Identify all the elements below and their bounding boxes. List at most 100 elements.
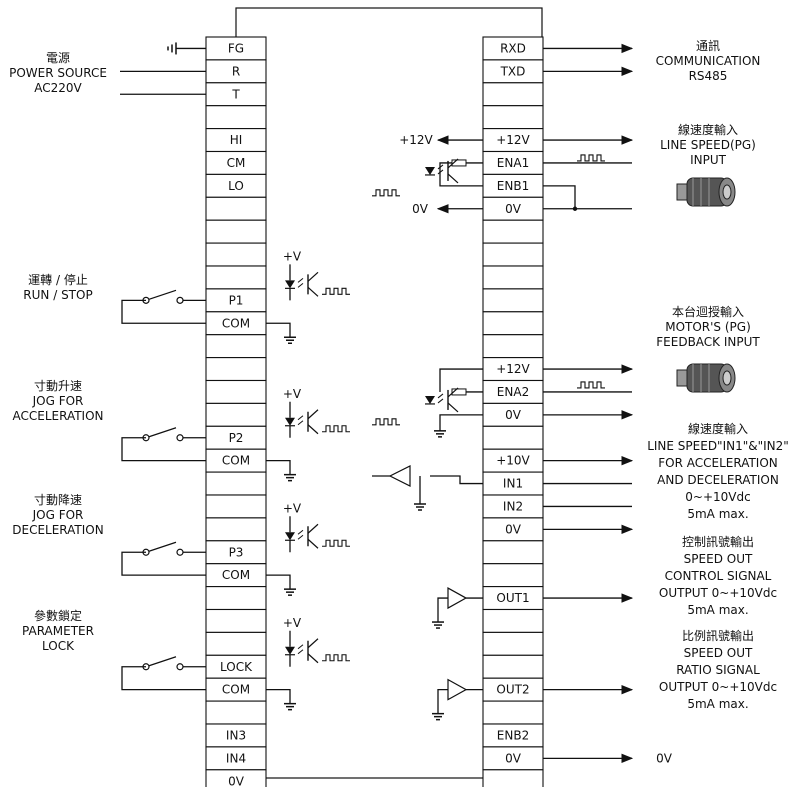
communication-label: 通訊 — [696, 38, 720, 53]
amplifier-icon — [447, 587, 467, 609]
lock-label: 參數鎖定 — [34, 608, 82, 623]
left-terminal — [205, 700, 267, 725]
right-terminal — [482, 563, 544, 588]
jog_dec-label: DECELERATION — [12, 523, 103, 537]
left-terminal-label: COM — [222, 683, 250, 697]
right-terminal-label: IN2 — [503, 499, 523, 513]
right-terminal — [482, 219, 544, 244]
speed-ratio-out-label: SPEED OUT — [684, 646, 753, 660]
right-terminal — [482, 105, 544, 130]
right-terminal-label: OUT1 — [496, 591, 529, 605]
left-terminal — [205, 631, 267, 656]
motor-icon — [676, 177, 736, 207]
wire — [437, 597, 448, 623]
wire — [121, 299, 206, 324]
left-terminal — [205, 196, 267, 221]
communication-label: COMMUNICATION — [656, 54, 761, 68]
right-terminal-label: ENB2 — [497, 728, 529, 742]
motor-icon — [676, 363, 736, 393]
right-terminal-label: TXD — [500, 64, 526, 78]
pulse-icon — [321, 287, 351, 295]
right-terminal-label: ENA1 — [497, 156, 529, 170]
right-terminal — [482, 288, 544, 313]
motor-pg-label: FEEDBACK INPUT — [656, 335, 760, 349]
left-terminal — [205, 219, 267, 244]
left-terminal-label: FG — [228, 41, 244, 55]
pulse-icon — [321, 539, 351, 547]
motor-pg-label: 本台迴授輸入 — [672, 304, 744, 319]
power-source-label: 電源 — [46, 51, 70, 65]
pulse-icon — [371, 189, 401, 197]
left-terminal — [205, 769, 267, 787]
left-terminal-label: IN3 — [226, 728, 246, 742]
right-terminal — [482, 608, 544, 633]
left-terminal — [205, 517, 267, 542]
left-terminal — [205, 105, 267, 130]
right-terminal — [482, 265, 544, 290]
left-terminal-label: LO — [228, 179, 244, 193]
speed-ratio-out-label: 比例訊號輸出 — [682, 628, 754, 643]
line-speed-in-label: 0~+10Vdc — [685, 490, 750, 504]
power-source-label: AC220V — [34, 81, 82, 95]
right-terminal-label: ENB1 — [497, 179, 529, 193]
right-terminal-label: 0V — [505, 522, 522, 536]
switch-icon — [142, 656, 184, 671]
pulse-icon — [321, 654, 351, 662]
right-terminal-label: RXD — [500, 41, 526, 55]
right-terminal — [482, 654, 544, 679]
left-terminal-label: P3 — [229, 545, 244, 559]
right-terminal — [482, 425, 544, 450]
ground-icon — [283, 336, 297, 344]
line-speed-in-label: 5mA max. — [687, 507, 748, 521]
left-terminal — [205, 242, 267, 267]
zero-v-label: 0V — [656, 751, 673, 765]
switch-icon — [142, 541, 184, 556]
right-terminal-label: OUT2 — [496, 683, 529, 697]
communication-label: RS485 — [689, 69, 728, 83]
left-terminal-label: 0V — [228, 774, 245, 787]
plus-v-label: +V — [283, 616, 302, 630]
jog_acc-label: JOG FOR — [32, 394, 84, 408]
left-terminal — [205, 265, 267, 290]
speed-control-out-label: CONTROL SIGNAL — [665, 569, 772, 583]
ground-icon — [413, 503, 427, 511]
ground-icon — [431, 621, 445, 629]
left-terminal-label: P1 — [229, 293, 244, 307]
line-speed-in-label: LINE SPEED"IN1"&"IN2" — [647, 439, 789, 453]
right-terminal — [482, 700, 544, 725]
pulse-icon — [576, 381, 606, 389]
left-terminal-label: P2 — [229, 431, 244, 445]
plus-v-label: +V — [283, 387, 302, 401]
pulse-icon — [576, 154, 606, 162]
left-terminal-label: CM — [227, 156, 246, 170]
plus-v-label: +V — [283, 249, 302, 263]
wire — [266, 689, 291, 704]
right-terminal-label: +10V — [496, 454, 530, 468]
left-terminal-label: COM — [222, 454, 250, 468]
jog_dec-label: JOG FOR — [32, 508, 84, 522]
wire — [439, 414, 483, 431]
ground-icon — [431, 712, 445, 721]
left-terminal-label: IN4 — [226, 751, 246, 765]
right-terminal — [482, 334, 544, 359]
ground-icon — [283, 588, 297, 596]
speed-control-out-label: 控制訊號輸出 — [682, 534, 754, 549]
wire — [437, 689, 448, 714]
amplifier-icon — [447, 679, 467, 701]
right-terminal — [482, 82, 544, 107]
line-speed-in-label: FOR ACCELERATION — [658, 456, 778, 470]
left-terminal — [205, 471, 267, 496]
wire — [439, 368, 483, 392]
junction-dot — [572, 206, 578, 211]
left-terminal-label: COM — [222, 568, 250, 582]
power-source-label: POWER SOURCE — [9, 66, 107, 80]
left-terminal — [205, 494, 267, 519]
wire — [266, 574, 291, 590]
switch-icon — [142, 289, 184, 304]
plus-v-label: +V — [283, 501, 302, 515]
right-terminal — [482, 311, 544, 336]
left-terminal-label: COM — [222, 316, 250, 330]
